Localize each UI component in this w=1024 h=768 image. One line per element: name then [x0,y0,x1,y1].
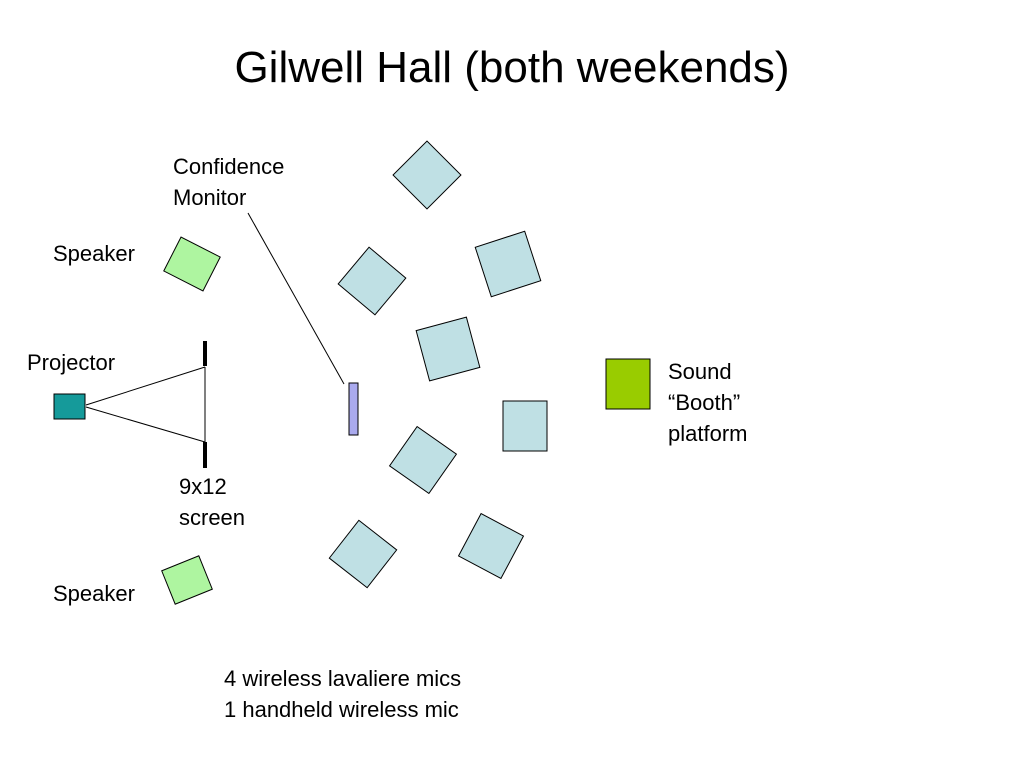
mics-note: 4 wireless lavaliere mics 1 handheld wir… [224,666,462,722]
projection-beam [85,366,206,443]
speaker-bottom-label: Speaker [53,581,135,606]
audience-table [337,246,407,316]
audience-table [502,400,548,452]
sound-booth-label: Sound “Booth” platform [668,359,748,446]
screen-label: 9x12 screen [179,474,246,530]
speaker-bottom [161,555,213,605]
projector-icon [53,393,86,420]
audience-table [328,519,398,589]
audience-table [457,512,525,580]
projector-label: Projector [27,350,116,375]
audience-table [388,425,458,495]
speaker-top-label: Speaker [53,241,135,266]
sound-booth-platform [605,358,651,410]
confidence-monitor [348,382,359,436]
speaker-top [163,236,221,292]
audience-table [415,316,481,382]
confidence-monitor-label: Confidence Monitor [173,154,285,210]
audience-table [392,140,462,210]
audience-tables [328,140,548,589]
audience-table [474,230,542,298]
page-title: Gilwell Hall (both weekends) [234,43,790,92]
confidence-monitor-leader [247,212,345,385]
